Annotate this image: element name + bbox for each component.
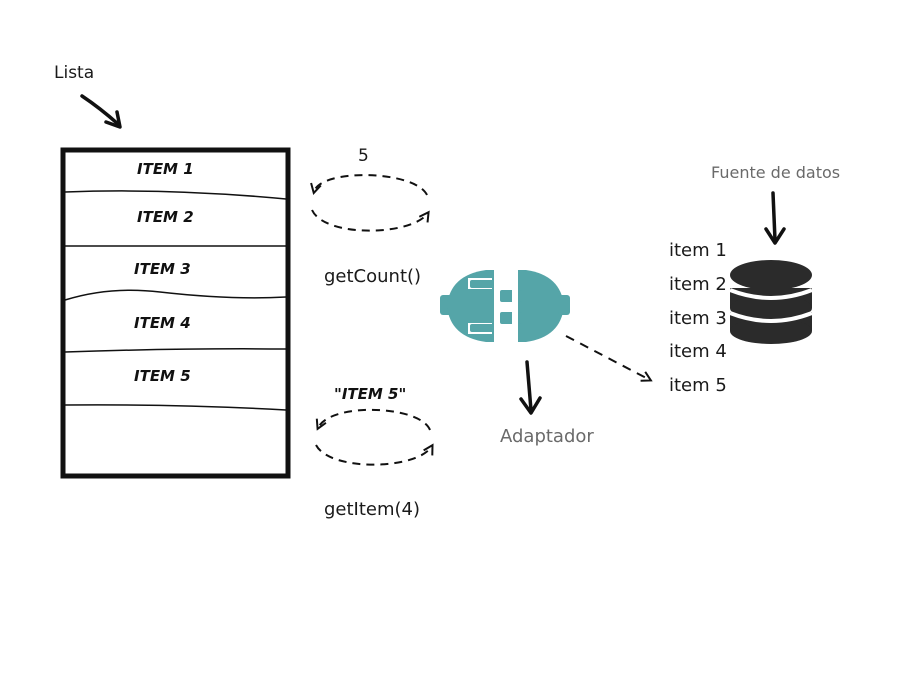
lista-arrow bbox=[80, 94, 122, 129]
item-return-arrow bbox=[318, 408, 431, 430]
fuente-arrow bbox=[764, 191, 786, 245]
list-divider bbox=[64, 404, 287, 411]
list-divider bbox=[64, 190, 287, 200]
source-link-arrow bbox=[565, 335, 650, 380]
get-count-label: getCount() bbox=[324, 266, 421, 287]
list-item: ITEM 1 bbox=[137, 160, 194, 178]
adaptador-label: Adaptador bbox=[500, 426, 594, 447]
source-item: item 2 bbox=[669, 274, 727, 295]
plug-connector-icon bbox=[440, 268, 570, 344]
count-value: 5 bbox=[358, 146, 369, 166]
lista-label: Lista bbox=[54, 63, 94, 83]
item-call-arrow bbox=[315, 445, 432, 466]
count-call-arrow bbox=[311, 209, 428, 232]
list-view bbox=[60, 147, 291, 479]
adaptador-arrow bbox=[519, 360, 542, 415]
item-value: "ITEM 5" bbox=[334, 385, 406, 403]
source-item: item 5 bbox=[669, 375, 727, 396]
list-divider bbox=[64, 289, 287, 301]
fuente-label: Fuente de datos bbox=[711, 163, 840, 182]
database-icon bbox=[729, 260, 813, 344]
list-item: ITEM 2 bbox=[137, 208, 194, 226]
count-return-arrow bbox=[314, 174, 428, 196]
list-item: ITEM 5 bbox=[134, 367, 191, 385]
list-divider bbox=[64, 348, 287, 353]
list-item: ITEM 4 bbox=[134, 314, 191, 332]
get-item-label: getItem(4) bbox=[324, 499, 420, 520]
source-item: item 4 bbox=[669, 341, 727, 362]
source-item: item 1 bbox=[669, 240, 727, 261]
source-item: item 3 bbox=[669, 308, 727, 329]
list-item: ITEM 3 bbox=[134, 260, 191, 278]
